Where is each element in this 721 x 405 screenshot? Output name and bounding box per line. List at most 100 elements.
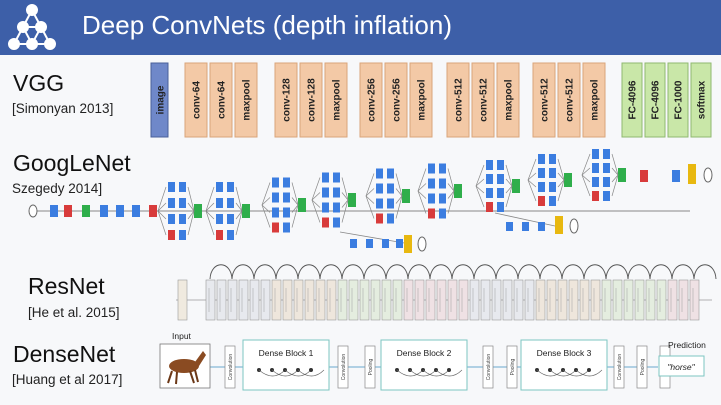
googlenet-branch-box [592,149,599,159]
googlenet-branch-line [311,192,321,201]
googlenet-diagram [28,149,713,253]
googlenet-branch-box [538,154,545,164]
googlenet-branch-line [187,186,195,212]
googlenet-branch-line [557,158,565,181]
googlenet-branch-box [179,198,186,208]
googlenet-branch-line [157,202,167,212]
resnet-layer [579,279,590,321]
googlenet-branch-box [283,192,290,203]
googlenet-branch-box [538,168,545,178]
googlenet-branch-line [187,202,195,212]
googlenet-branch-line [557,179,565,202]
horse-leg [175,371,178,385]
googlenet-branch-line [447,190,455,214]
googlenet-citation: Szegedy 2014] [12,181,103,196]
vgg-layer-label: maxpool [504,79,515,120]
densenet-block-connection [422,369,450,377]
vgg-layer-box [299,62,323,138]
googlenet-branch-box [538,182,545,192]
googlenet-input-node [28,204,38,218]
googlenet-branch-box [603,177,610,187]
vgg-layer-label: conv-256 [367,78,378,122]
vgg-layer-label: maxpool [417,79,428,120]
densenet-transition-label: Pooling [368,358,374,375]
densenet-name: DenseNet [13,341,116,367]
googlenet-aux-softmax [555,216,563,234]
googlenet-branch-line [581,174,591,183]
googlenet-layer [100,205,108,217]
googlenet-branch-box [216,230,223,240]
densenet-block-label: Dense Block 2 [397,348,452,358]
densenet-block-connection [575,369,603,377]
densenet-transition-layer [506,345,518,389]
googlenet-branch-box [439,163,446,174]
vgg-layer-box [621,62,643,138]
resnet-citation: [He et al. 2015] [28,305,120,320]
googlenet-branch-box [538,196,545,206]
googlenet-branch-line [341,199,349,223]
resnet-skip-connection [319,264,343,280]
resnet-layer [403,279,414,321]
vgg-layer-box [359,62,383,138]
googlenet-branch-box [549,154,556,164]
googlenet-branch-line [395,173,403,197]
googlenet-branch-line [581,167,591,176]
googlenet-branch-line [235,186,243,212]
vgg-layer-box [324,62,348,138]
googlenet-branch-box [168,182,175,192]
vgg-layer-label: conv-512 [454,78,465,122]
resnet-layer [227,279,238,321]
resnet-skip-connection [539,264,563,280]
googlenet-branch-box [333,187,340,198]
googlenet-branch-line [447,190,455,199]
resnet-skip-connection [671,264,695,280]
googlenet-branch-box [216,214,223,224]
resnet-layer [667,279,678,321]
resnet-layer [557,279,568,321]
googlenet-branch-box [486,160,493,170]
googlenet-branch-box [428,178,435,189]
resnet-layer [249,279,260,321]
googlenet-branch-box [272,192,279,203]
googlenet-branch-line [205,202,215,212]
googlenet-layer [64,205,72,217]
googlenet-branch-line [611,167,619,176]
googlenet-branch-line [205,210,215,236]
vgg-layer-label: maxpool [242,79,253,120]
googlenet-concat [402,189,410,203]
vgg-name: VGG [13,70,65,96]
googlenet-branch-line [291,204,299,213]
googlenet-branch-line [527,179,537,202]
googlenet-branch-box [322,172,329,183]
resnet-skip-connection [693,264,717,280]
googlenet-branch-box [439,178,446,189]
googlenet-branch-line [261,197,271,206]
googlenet-concat [298,198,306,212]
resnet-layer [480,279,491,321]
resnet-layer [293,279,304,321]
resnet-skip-connection [495,264,519,280]
googlenet-branch-box [497,160,504,170]
resnet-layer [623,279,634,321]
googlenet-branch-line [557,179,565,188]
googlenet-branch-line [365,195,375,204]
googlenet-branch-box [333,202,340,213]
googlenet-branch-line [505,185,513,208]
googlenet-branch-box [322,217,329,228]
googlenet-branch-box [549,196,556,206]
resnet-layer [612,279,623,321]
resnet-skip-connection [627,264,651,280]
googlenet-branch-box [486,174,493,184]
googlenet-branch-box [376,183,383,194]
vgg-layer-label: conv-512 [565,78,576,122]
resnet-layer [491,279,502,321]
horse-leg [194,369,199,383]
googlenet-concat [242,204,250,218]
densenet-block-connection [284,369,312,377]
googlenet-branch-line [581,153,591,176]
googlenet-final-pool [640,170,648,182]
googlenet-branch-box [603,191,610,201]
googlenet-branch-line [527,158,537,181]
